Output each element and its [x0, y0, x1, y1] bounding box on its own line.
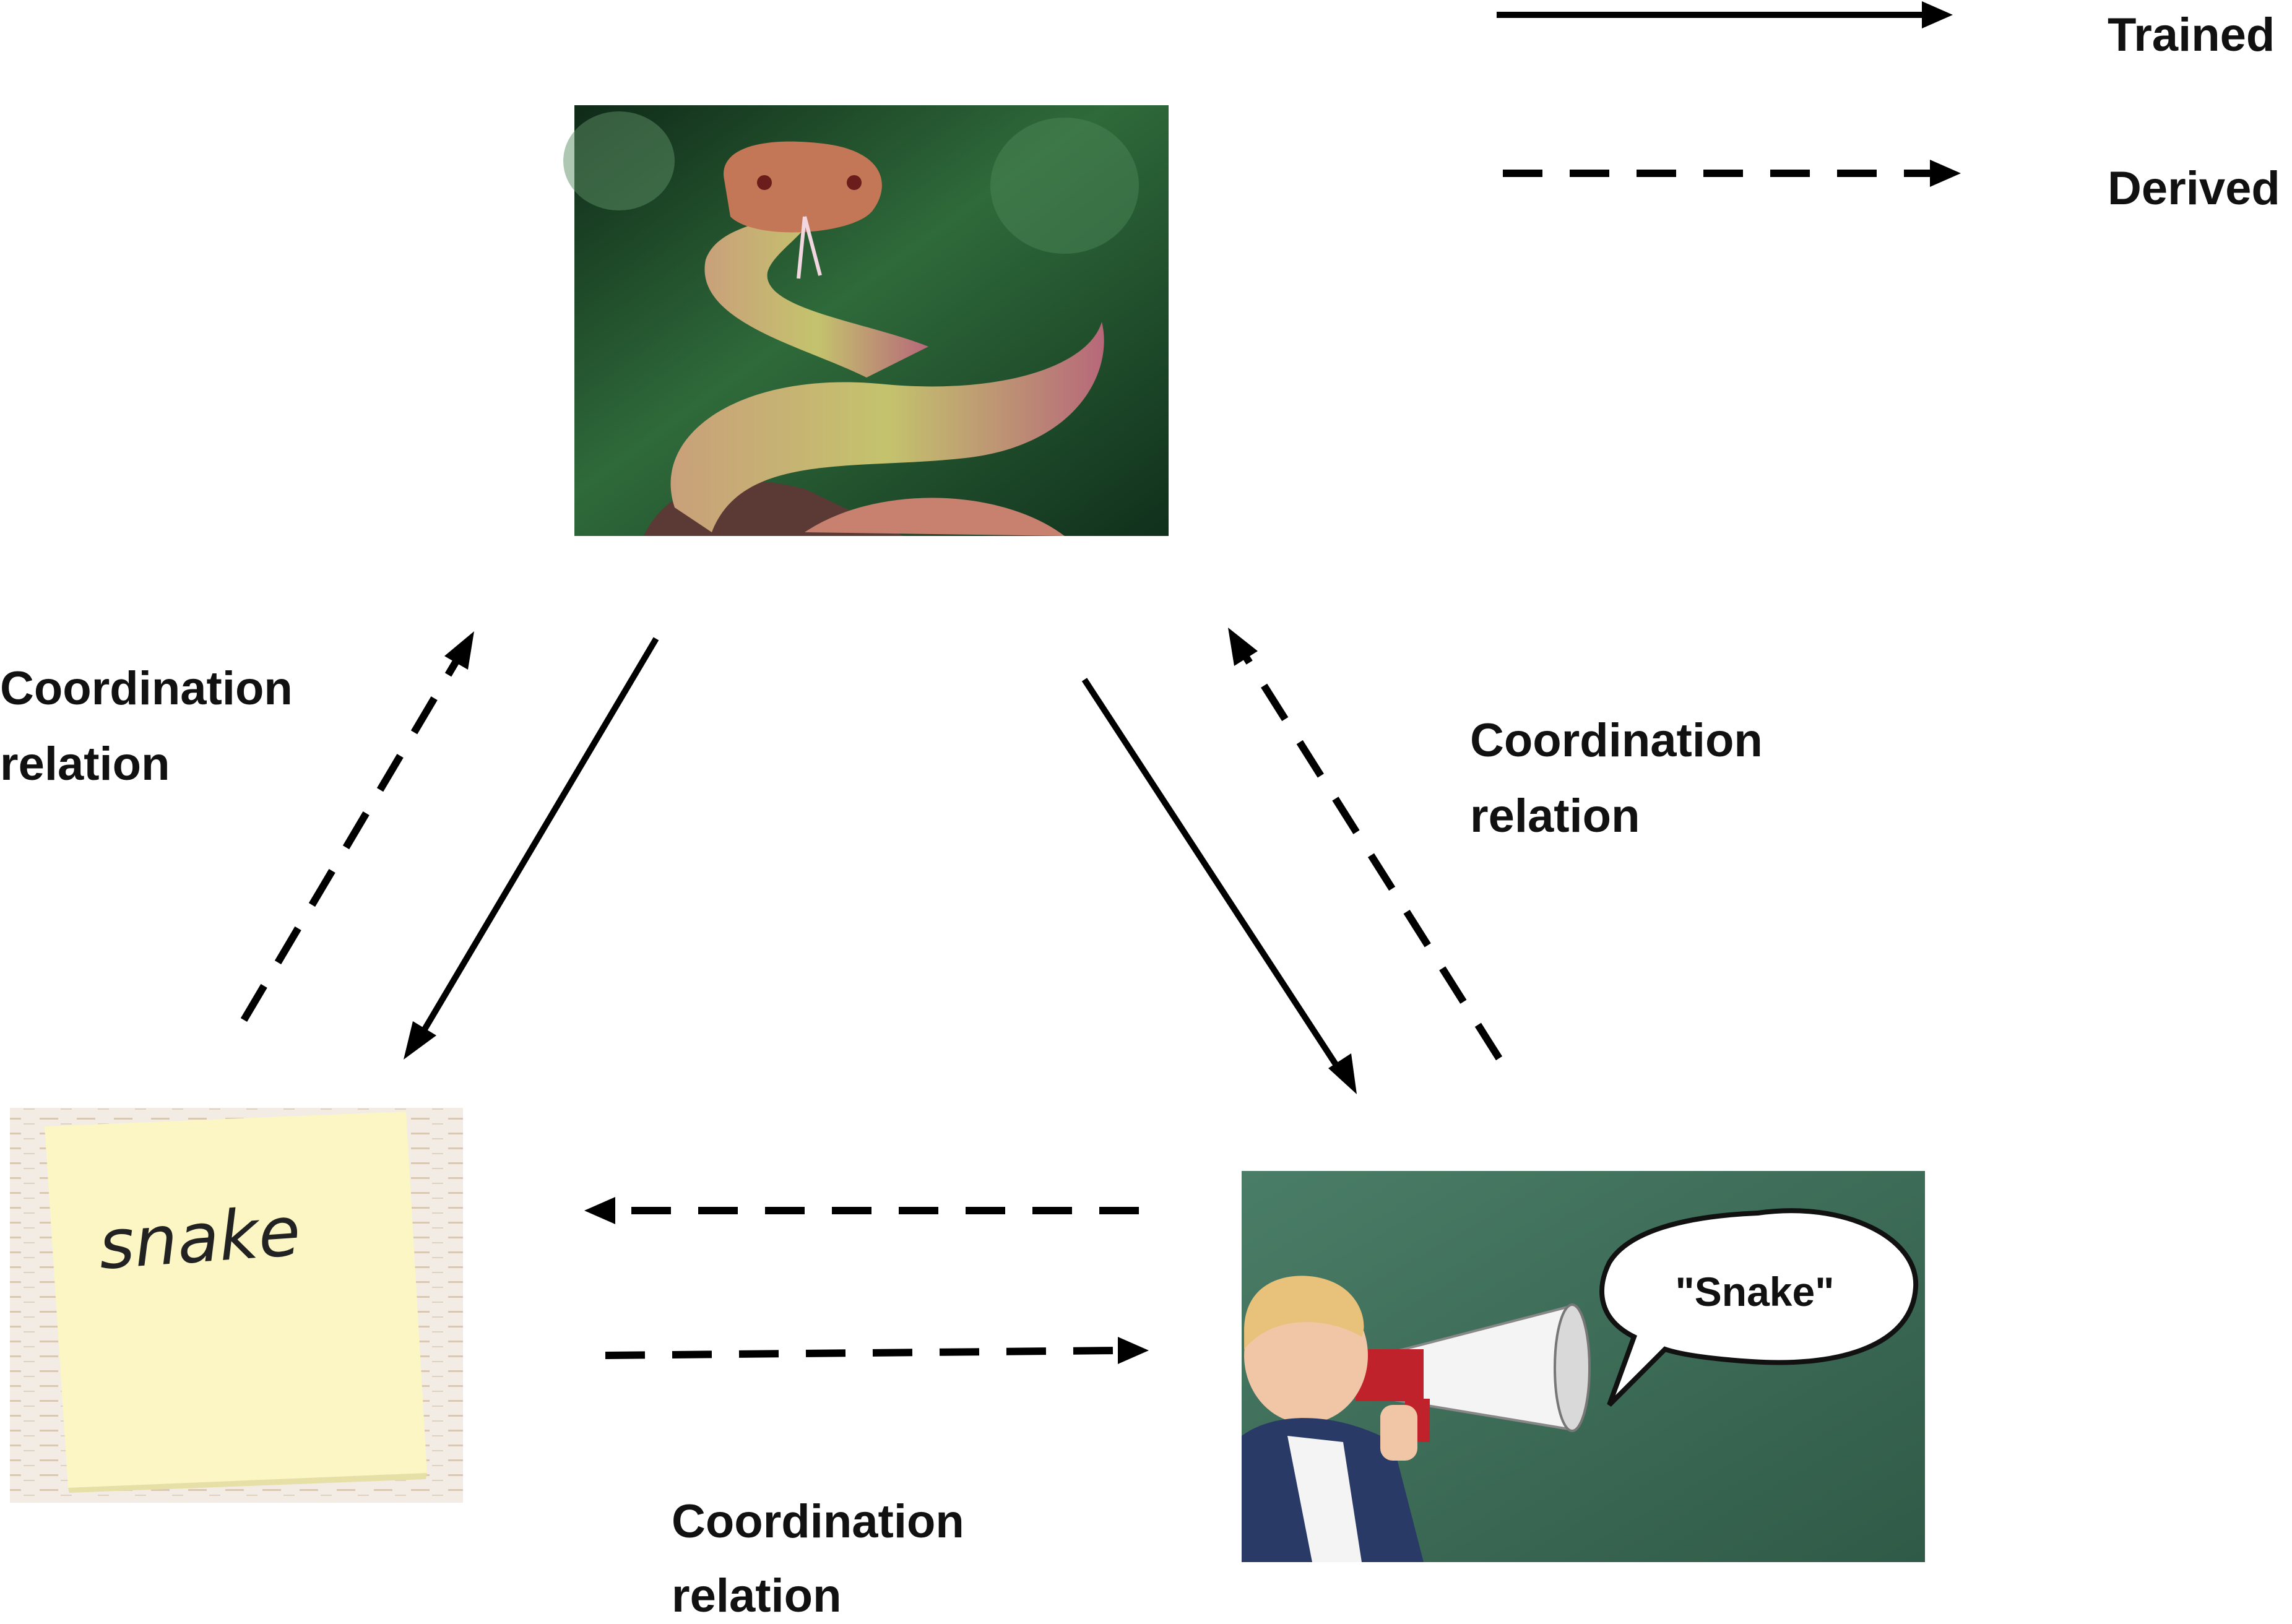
boy-megaphone-image: "Snake" — [1242, 1171, 1925, 1562]
legend-trained-arrowhead — [1922, 1, 1953, 28]
speech-bubble — [1599, 1208, 1919, 1407]
legend-trained-label: Trained — [2108, 9, 2275, 61]
derived-arrow-note-to-snake-head — [444, 631, 474, 670]
relation-label-right: Coordination relation — [1470, 714, 1763, 842]
derived-arrow-speech-to-snake — [1242, 654, 1503, 1061]
relation-label-bottom-line1: Coordination — [672, 1495, 964, 1548]
trained-arrow-snake-to-speech — [1081, 678, 1345, 1076]
relation-label-left-line1: Coordination — [0, 662, 293, 715]
derived-arrow-note-to-speech — [605, 1347, 1121, 1359]
relation-label-left-line2: relation — [0, 738, 170, 790]
legend: Trained Derived — [1497, 1, 2280, 215]
derived-arrows — [240, 628, 1503, 1364]
speech-bubble-text: "Snake" — [1675, 1269, 1834, 1315]
relation-label-left: Coordination relation — [0, 662, 293, 790]
trained-arrow-snake-to-speech-head — [1328, 1053, 1357, 1094]
derived-arrow-note-to-speech-head — [1118, 1337, 1149, 1364]
relation-label-bottom-line2: relation — [672, 1570, 842, 1622]
derived-arrow-note-to-snake — [240, 654, 463, 1022]
snake-photo — [563, 105, 1169, 536]
relation-label-right-line1: Coordination — [1470, 714, 1763, 767]
legend-derived-arrowhead — [1930, 160, 1961, 187]
sticky-note-image: snake — [10, 1108, 463, 1503]
trained-arrow-snake-to-note — [415, 637, 659, 1042]
relation-label-bottom: Coordination relation — [672, 1495, 964, 1622]
trained-arrows — [404, 637, 1357, 1094]
derived-arrow-speech-to-note-head — [584, 1197, 615, 1224]
sticky-note-word: snake — [96, 1191, 303, 1284]
trained-arrow-snake-to-note-head — [404, 1021, 436, 1060]
relation-label-right-line2: relation — [1470, 790, 1640, 842]
sticky-note — [45, 1112, 427, 1488]
legend-derived-label: Derived — [2108, 162, 2280, 215]
derived-arrow-speech-to-snake-head — [1228, 628, 1258, 666]
